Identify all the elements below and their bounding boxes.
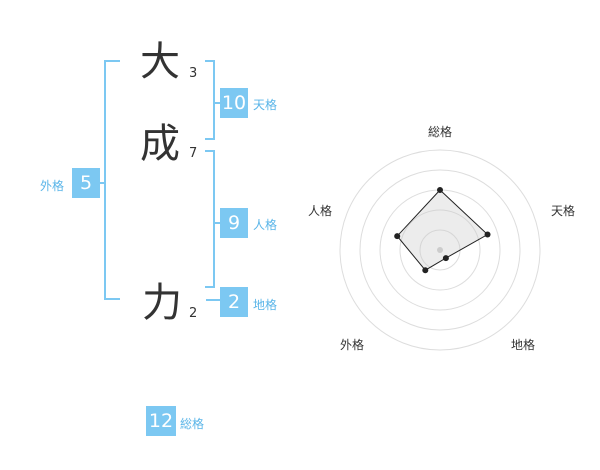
tenkaku-bracket-connector [213, 102, 220, 104]
name-char-3: 力 [142, 280, 182, 326]
tenkaku-label: 天格 [253, 98, 278, 112]
stroke-count-3: 2 [189, 306, 198, 321]
jinkaku-bracket-top [205, 150, 215, 152]
stroke-count-1: 3 [189, 66, 198, 81]
tenkaku-value: 10 [220, 88, 248, 118]
radar-points [394, 187, 491, 274]
radar-shape [396, 189, 489, 271]
radar-point-2 [442, 255, 449, 262]
jinkaku-value: 9 [220, 208, 248, 238]
radar-center [437, 247, 443, 253]
chikaku-value: 2 [220, 287, 248, 317]
stroke-count-2: 7 [189, 146, 198, 161]
name-char-2: 成 [140, 121, 180, 167]
gaikaku-bracket-vertical [104, 60, 106, 300]
name-char-1: 大 [140, 39, 180, 85]
gaikaku-bracket-bottom [104, 298, 120, 300]
radar-axis-label-gaikaku: 外格 [340, 338, 365, 352]
jinkaku-label: 人格 [253, 218, 278, 232]
soukaku-value: 12 [146, 406, 176, 436]
gaikaku-bracket-top [104, 60, 120, 62]
jinkaku-bracket-bottom [205, 286, 215, 288]
radar-point-1 [484, 231, 491, 238]
tenkaku-bracket-top [205, 60, 215, 62]
soukaku-label: 総格 [180, 417, 205, 431]
radar-point-0 [437, 187, 443, 193]
radar-axis-label-jinkaku: 人格 [308, 204, 333, 218]
radar-chart [339, 149, 541, 351]
radar-axis-label-soukaku: 総格 [428, 125, 453, 139]
gaikaku-label: 外格 [40, 179, 65, 193]
radar-ring-4 [359, 169, 521, 331]
gaikaku-value: 5 [72, 168, 100, 198]
jinkaku-bracket-vertical [213, 150, 215, 288]
radar-point-4 [394, 233, 401, 240]
chikaku-label: 地格 [253, 298, 278, 312]
radar-ring-2 [399, 209, 481, 291]
tenkaku-bracket-vertical [213, 60, 215, 140]
chikaku-bracket-connector [206, 299, 220, 301]
radar-axis-label-chikaku: 地格 [511, 338, 536, 352]
radar-ring-5 [339, 149, 541, 351]
jinkaku-bracket-connector [213, 222, 220, 224]
radar-point-3 [422, 267, 429, 274]
gaikaku-bracket-connector [100, 182, 106, 184]
tenkaku-bracket-bottom [205, 138, 215, 140]
radar-axis-label-tenkaku: 天格 [551, 204, 576, 218]
